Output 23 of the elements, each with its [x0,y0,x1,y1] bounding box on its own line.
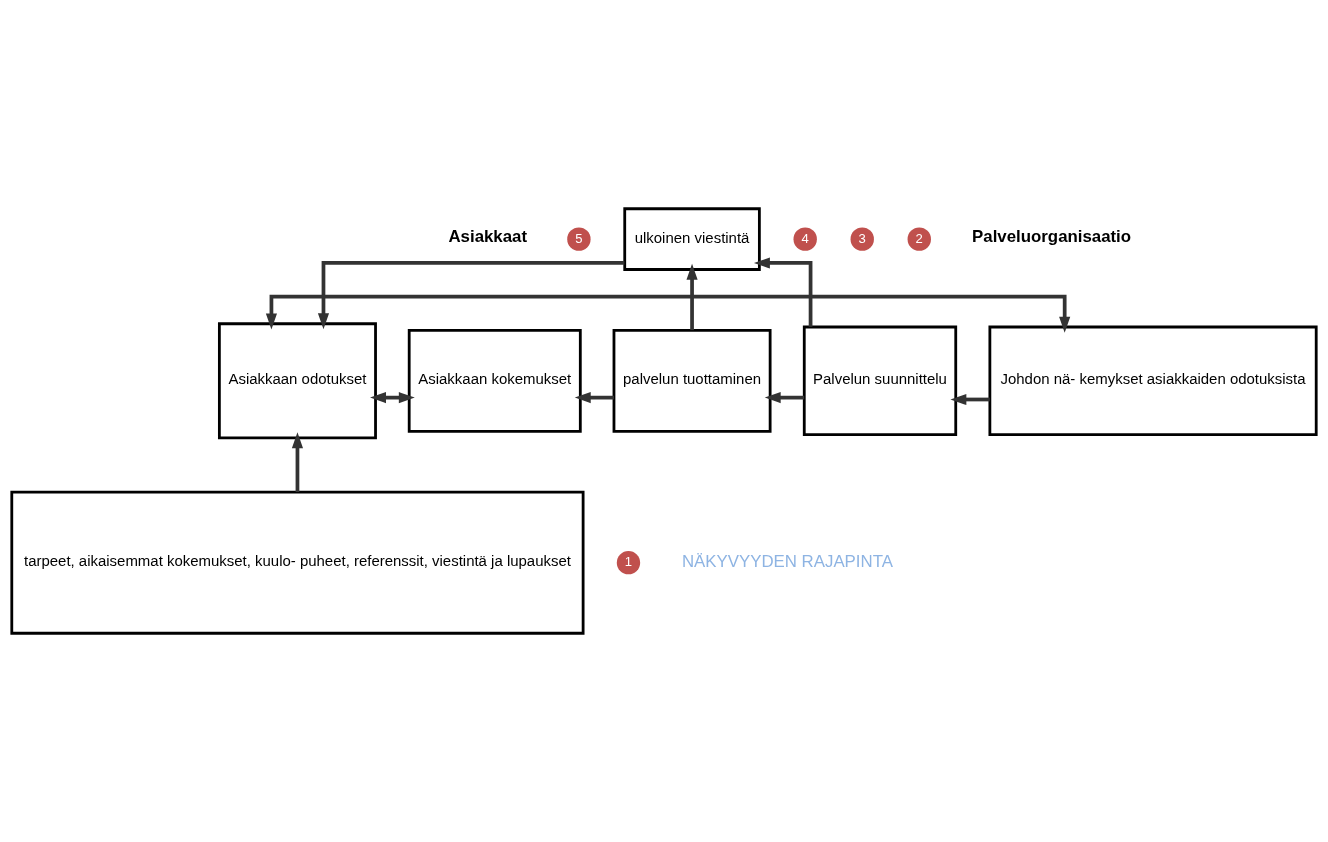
arrow [764,392,805,404]
node-circle: 4 [793,227,817,251]
node-box: Palvelun suunnittelu [802,325,958,436]
node-box: palvelun tuottaminen [612,328,772,433]
node-box: Asiakkaan odotukset [217,322,377,440]
arrow [291,432,304,493]
arrow [317,261,625,330]
arrow [574,392,614,404]
arrow [950,393,990,406]
node-circle: 3 [850,227,874,251]
arrow [265,294,1071,333]
arrow [686,263,698,331]
node-box: tarpeet, aikaisemmat kokemukset, kuulo- puheet, referenssit, viestintä ja lupaukset [10,490,585,635]
label: Asiakkaat [448,227,528,247]
label: NÄKYVYYDEN RAJAPINTA [681,551,893,571]
node-box: ulkoinen viestintä [623,207,761,271]
node-circle: 1 [616,550,641,575]
node-circle: 2 [907,227,931,251]
node-circle: 5 [567,227,591,251]
label: Palveluorganisaatio [972,227,1132,247]
arrow [753,257,813,327]
node-box: Johdon nä- kemykset asiakkaiden odotuksista [988,325,1318,436]
node-box: Asiakkaan kokemukset [407,328,582,433]
